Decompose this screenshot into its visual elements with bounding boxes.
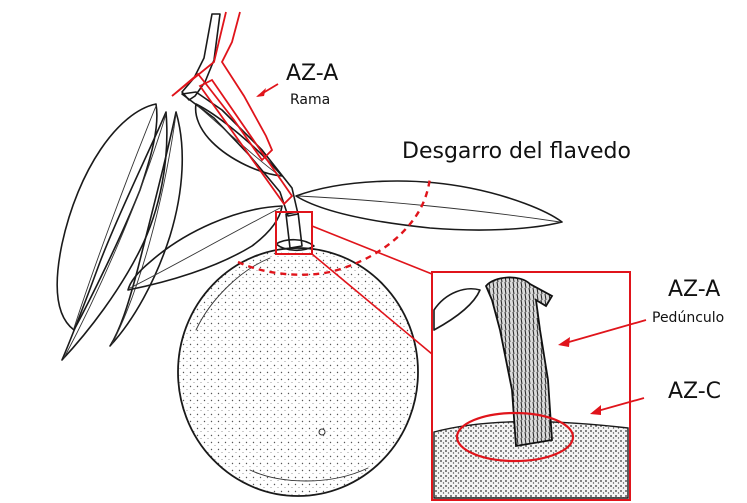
label-az-c-code: AZ-C bbox=[668, 379, 721, 404]
label-az-a-peduncle-code: AZ-A bbox=[668, 277, 720, 302]
label-flavedo-tear: Desgarro del flavedo bbox=[402, 139, 631, 164]
zoom-inset bbox=[432, 272, 646, 500]
label-az-a-peduncle-sub: Pedúnculo bbox=[652, 310, 724, 326]
fruit-body bbox=[178, 248, 418, 496]
label-az-a-branch-sub: Rama bbox=[290, 92, 330, 108]
leaf-left-1 bbox=[57, 104, 157, 330]
leaf-left-3 bbox=[110, 112, 182, 346]
branch-drawing bbox=[182, 14, 298, 216]
fruit-stem bbox=[286, 212, 302, 248]
branch-lower bbox=[182, 92, 298, 216]
label-az-a-branch-code: AZ-A bbox=[286, 61, 338, 86]
